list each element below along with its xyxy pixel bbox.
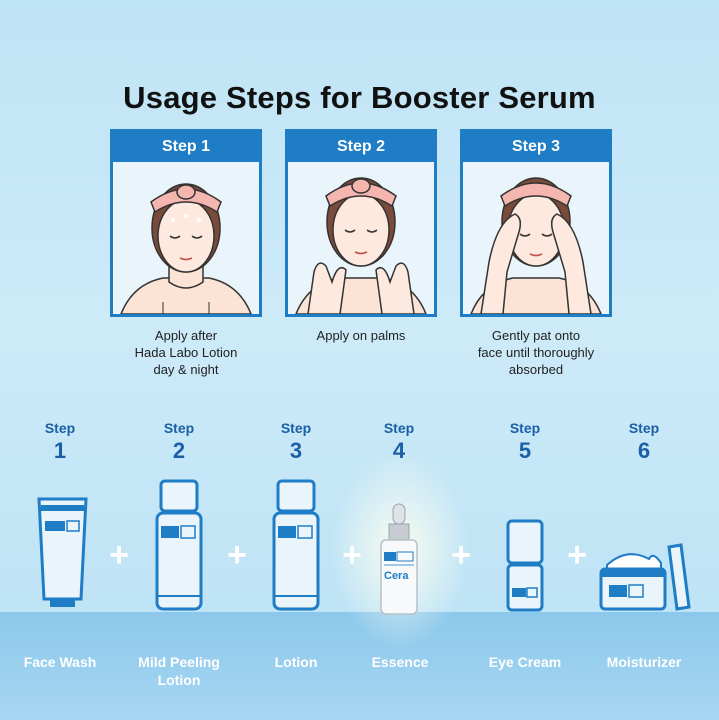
panel-step-label: Step 1	[113, 132, 259, 162]
essence-dropper-bottle: Cera	[375, 502, 423, 617]
lotion-bottle-icon	[272, 479, 320, 611]
face-with-palms-illustration	[295, 177, 427, 314]
plus-icon: +	[567, 536, 587, 574]
panel-caption: Apply on palms	[316, 328, 406, 343]
plus-icon: +	[227, 536, 247, 574]
face-patting-illustration	[470, 177, 602, 314]
panel-caption: Apply after Hada Labo Lotion day & night	[134, 328, 238, 377]
bottle-brand-text: Cera	[384, 570, 409, 582]
dropper-bottle-icon	[380, 503, 418, 615]
product-label-essence: Essence	[371, 654, 429, 670]
product-label-lotion: Lotion	[274, 654, 318, 670]
plus-icon: +	[109, 536, 129, 574]
plus-icon: +	[342, 536, 362, 574]
product-label-moisturizer: Moisturizer	[606, 654, 682, 670]
usage-panel-3: Step 3	[460, 129, 612, 317]
panel-step-label: Step 3	[463, 132, 609, 162]
usage-panel-2: Step 2	[285, 129, 437, 317]
plus-icon: +	[451, 536, 471, 574]
mild-peeling-lotion-bottle-icon	[155, 479, 203, 611]
product-label-mild-peeling-lotion: Mild Peeling Lotion	[138, 654, 220, 688]
eye-cream-tube-icon	[506, 519, 544, 612]
face-wash-tube-icon	[37, 497, 88, 607]
panel-step-label: Step 2	[288, 132, 434, 162]
panel-caption: Gently pat onto face until thoroughly ab…	[477, 328, 595, 377]
face-illustration	[120, 183, 252, 314]
product-label-face-wash: Face Wash	[23, 654, 97, 670]
usage-panel-1: Step 1	[110, 129, 262, 317]
page-title: Usage Steps for Booster Serum	[123, 80, 596, 115]
moisturizer-jar-icon	[599, 543, 691, 611]
product-label-eye-cream: Eye Cream	[488, 654, 562, 670]
